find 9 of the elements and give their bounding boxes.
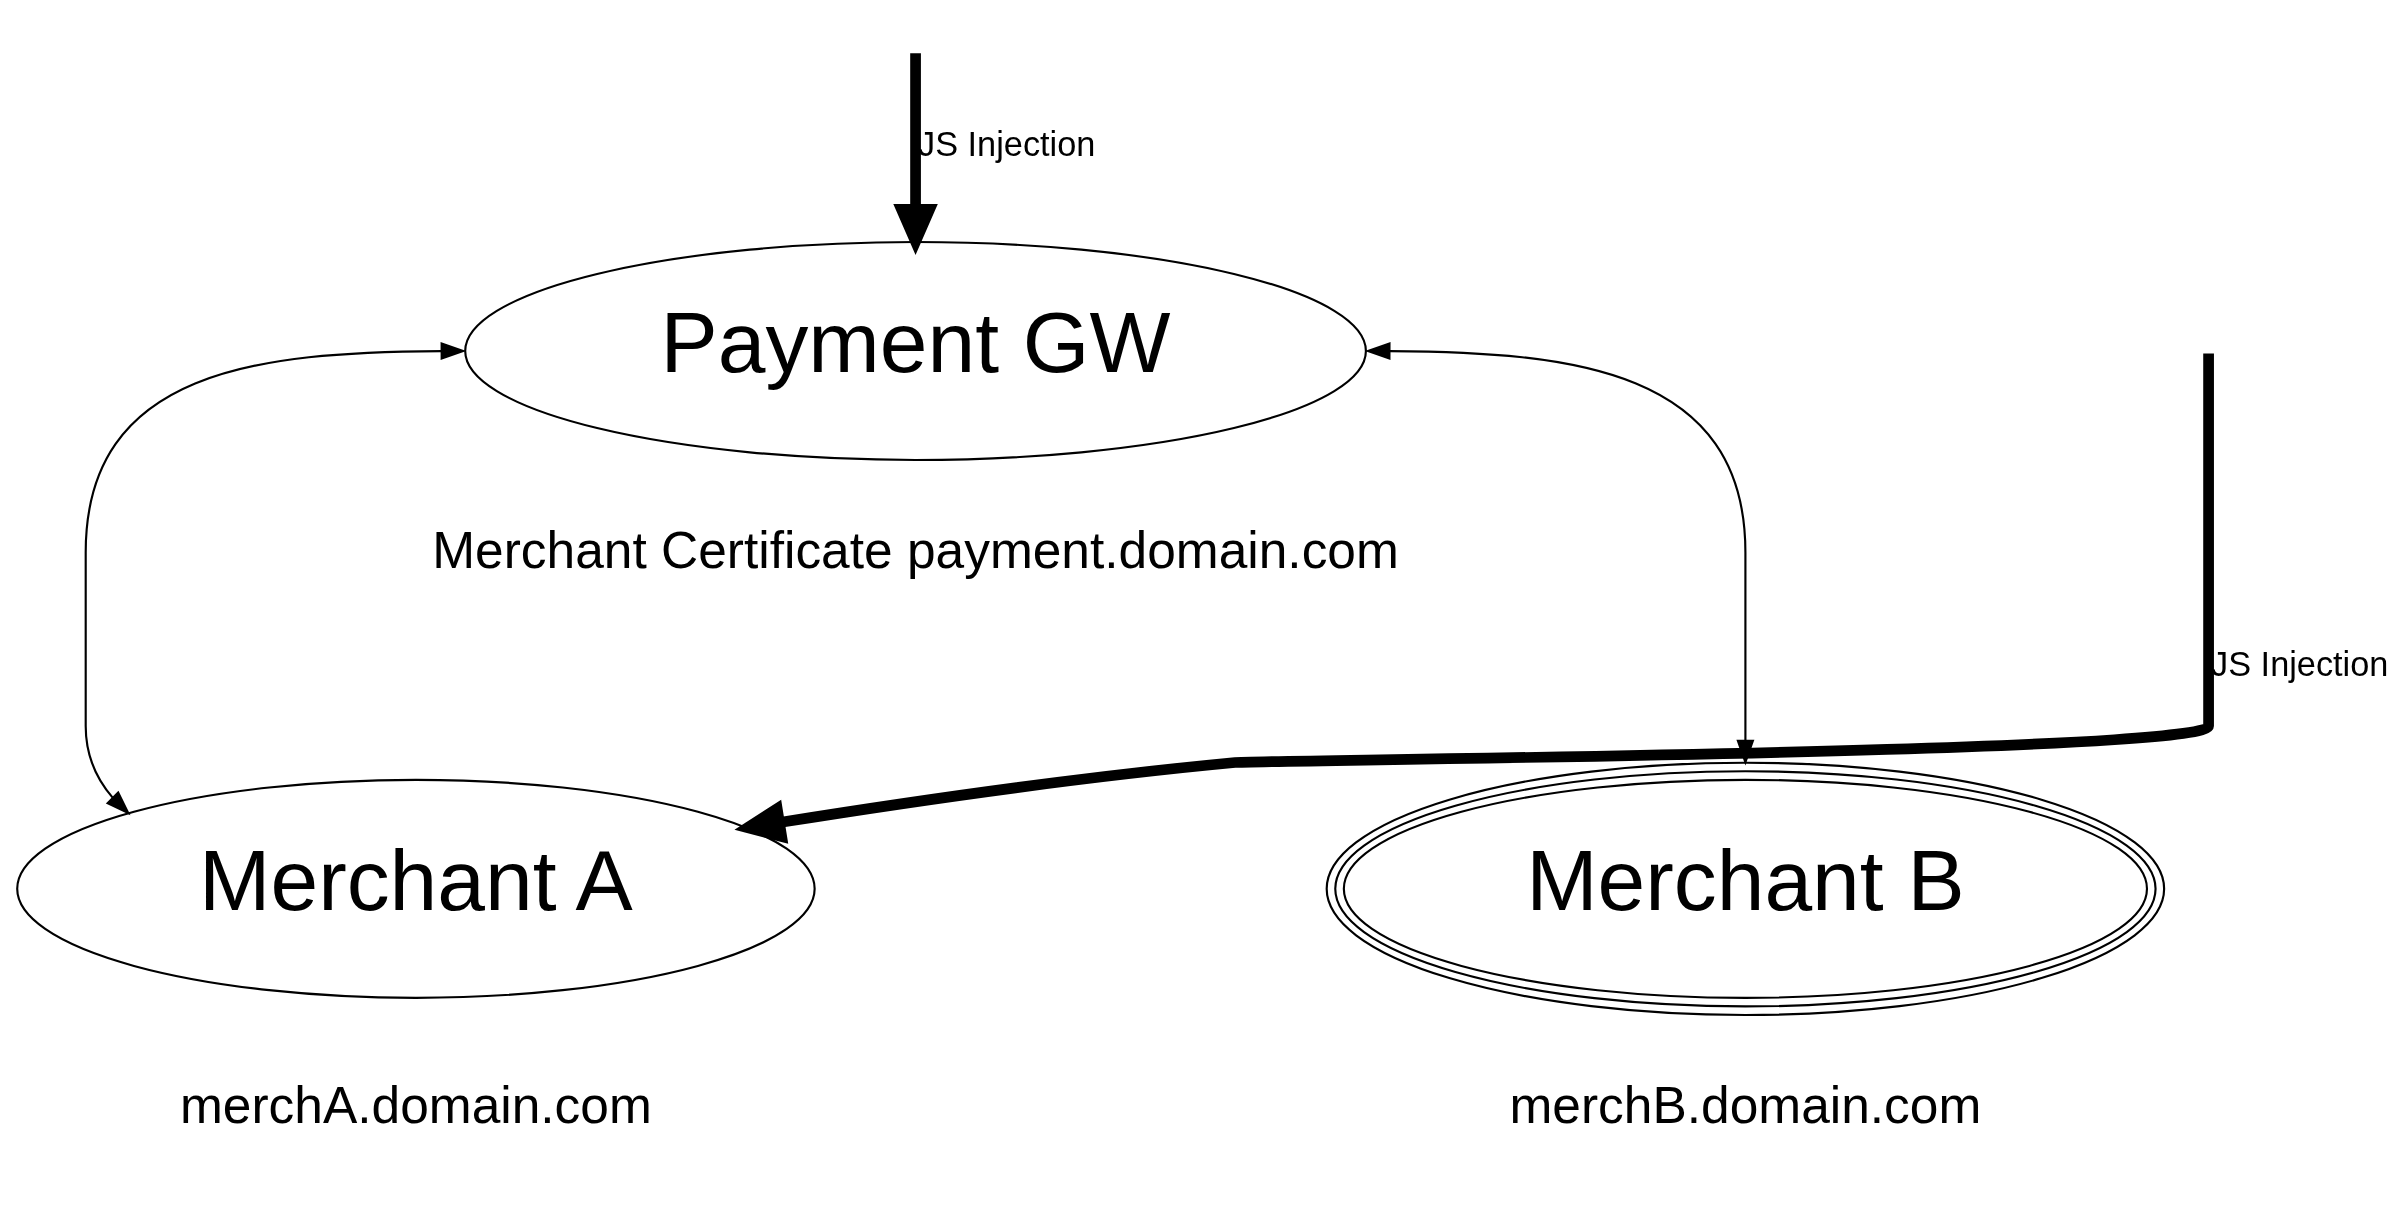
arrow <box>893 52 938 255</box>
node-ellipse: Payment GW <box>464 240 1367 461</box>
node-label: merchB.domain.com <box>1509 1075 1982 1134</box>
node-label: Merchant Certificate payment.domain.com <box>432 520 1399 579</box>
arrow <box>734 352 2214 844</box>
node-label: merchA.domain.com <box>180 1075 652 1134</box>
node-ellipse: Merchant B <box>1325 761 2166 1016</box>
node-ellipse: Merchant A <box>16 778 816 999</box>
arrow <box>84 341 467 815</box>
